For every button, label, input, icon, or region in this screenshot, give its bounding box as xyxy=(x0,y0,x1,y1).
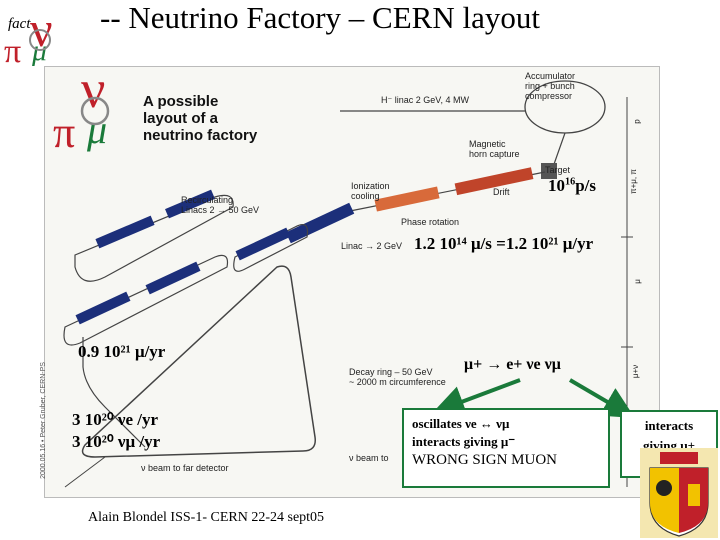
slide-title: -- Neutrino Factory – CERN layout xyxy=(100,0,540,35)
label-target: Target xyxy=(545,165,571,175)
label-accumulator: Accumulator ring + bunch compressor xyxy=(525,71,576,101)
box-left-line2: interacts giving μ⁻ xyxy=(412,434,516,449)
vm-rate: 3 10²⁰ νμ /yr xyxy=(72,432,161,451)
decay-reaction: μ+ → e+ νe νμ xyxy=(464,356,561,373)
wrong-sign-box: oscillates νe ↔ νμ interacts giving μ⁻ W… xyxy=(402,408,610,488)
ve-rate: 3 10²⁰ νe /yr xyxy=(72,410,159,429)
svg-text:ν: ν xyxy=(81,67,105,119)
footer-credit: Alain Blondel ISS-1- CERN 22-24 sept05 xyxy=(88,510,325,525)
svg-text:μ: μ xyxy=(86,107,107,152)
label-beam: ν beam to xyxy=(349,453,389,463)
label-decay-ring: Decay ring – 50 GeV ~ 2000 m circumferen… xyxy=(349,367,446,387)
side-label-p: p xyxy=(632,119,642,124)
annotation-arrows xyxy=(432,378,635,419)
figure-credit: 2000.05.16 • Peter Gruber, CERN-PS xyxy=(39,362,47,479)
label-recirculating: Recirculating Linacs 2 → 50 GeV xyxy=(181,195,260,215)
side-label-pimu: π+μ, π xyxy=(628,169,638,194)
figure-heading: A possible layout of a neutrino factory xyxy=(143,93,258,144)
rate-decay: 0.9 10²¹ μ/yr xyxy=(78,342,166,361)
rate-target: 1016p/s xyxy=(548,176,596,195)
box-right-line1: interacts xyxy=(644,418,694,433)
label-magnetic: Magnetic horn capture xyxy=(469,139,520,159)
label-drift: Drift xyxy=(493,187,510,197)
logo-text: fact xyxy=(8,16,31,32)
label-hlinac: H⁻ linac 2 GeV, 4 MW xyxy=(381,95,469,105)
label-ionization: Ionization cooling xyxy=(351,181,390,201)
box-left-line3: WRONG SIGN MUON xyxy=(412,452,557,468)
box-left-line1: oscillates νe ↔ νμ xyxy=(412,416,510,431)
geneva-crest-icon xyxy=(640,448,718,538)
svg-text:π: π xyxy=(53,108,75,157)
svg-text:π: π xyxy=(4,33,21,66)
label-beam-far: ν beam to far detector xyxy=(141,463,229,473)
label-phase: Phase rotation xyxy=(401,217,460,227)
figure-logo-icon: ν π μ xyxy=(53,67,110,157)
label-linac2: Linac → 2 GeV xyxy=(341,241,403,251)
rate-muon: 1.2 10¹⁴ μ/s =1.2 10²¹ μ/yr xyxy=(414,234,594,253)
logo-nu-pi-mu-icon: ν π μ xyxy=(4,2,53,66)
factory-layout-figure: ν π μ xyxy=(40,66,660,498)
side-label-mu: μ xyxy=(632,279,642,284)
